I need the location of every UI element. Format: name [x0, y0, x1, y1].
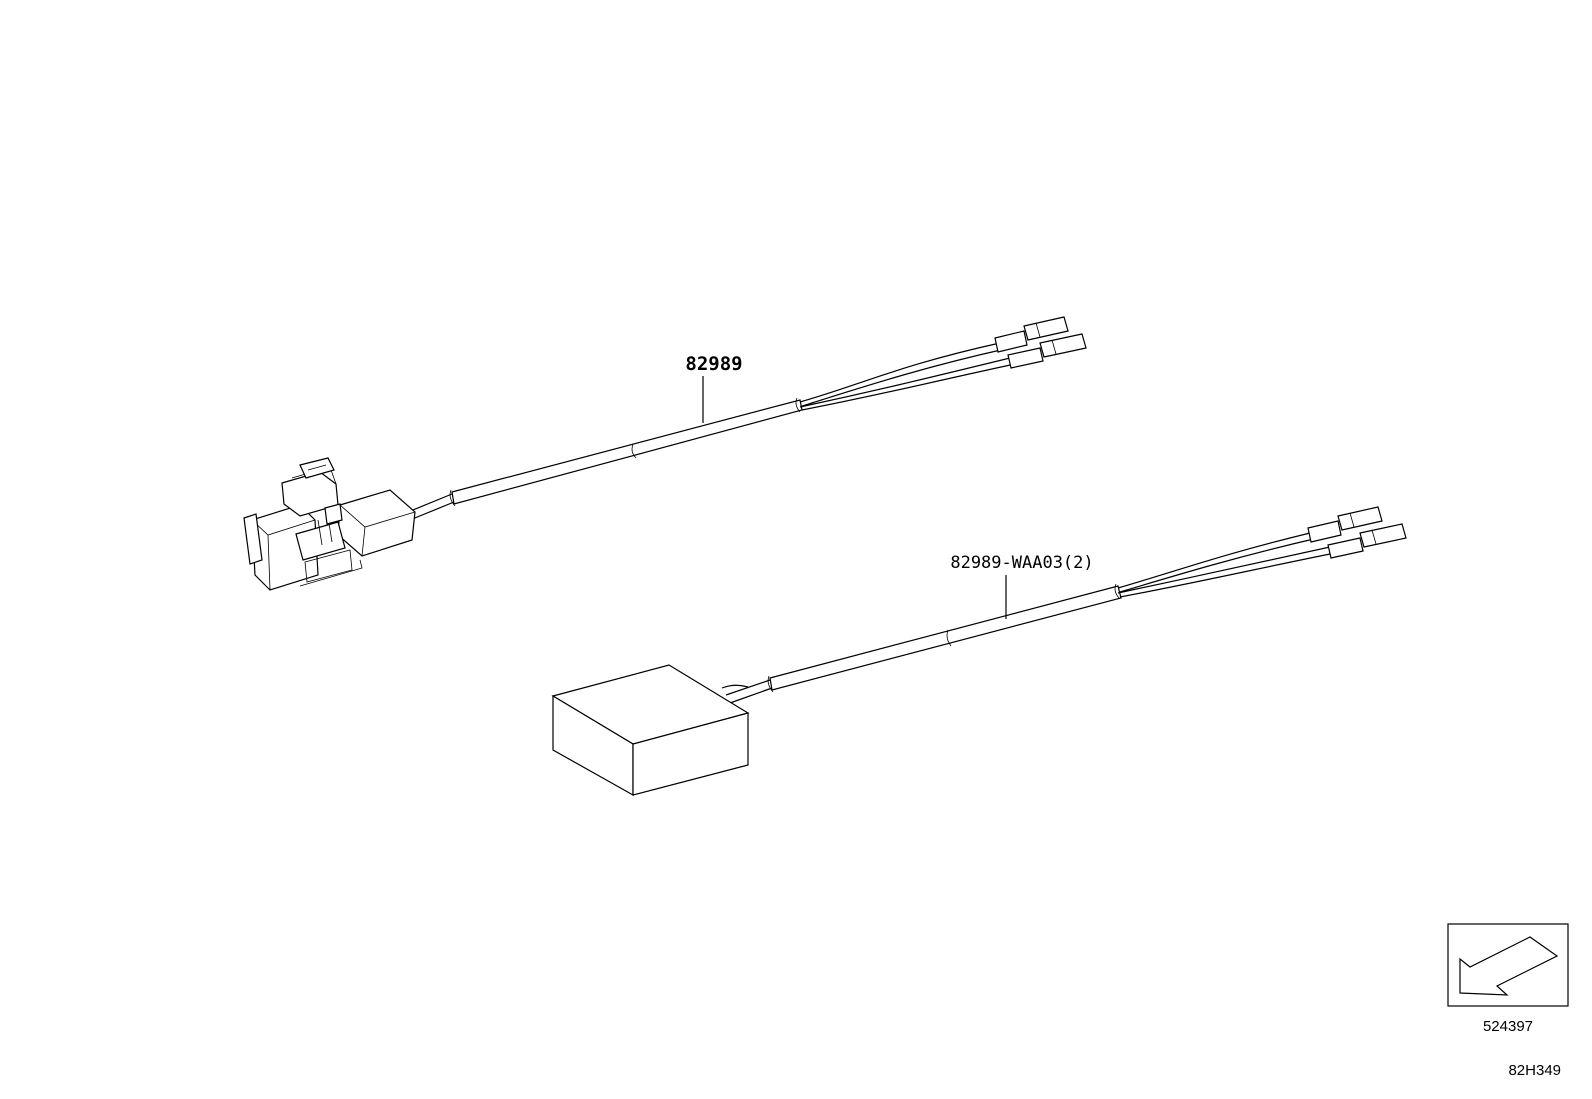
harness-upper-split-wires	[799, 342, 1016, 411]
harness-lower-split-wires	[1117, 532, 1336, 598]
wire-harness-82989-waa03[interactable]: 82989-WAA03(2)	[551, 506, 1407, 797]
harness-lower-box-module	[551, 664, 750, 797]
harness-upper-wire-stub	[407, 493, 455, 521]
arrow-icon	[1459, 936, 1559, 996]
diagram-code: 82H349	[1508, 1062, 1561, 1079]
reference-box-frame	[1447, 923, 1569, 1007]
reference-arrow-box[interactable]: 524397	[1447, 923, 1569, 1035]
part-label-82989-waa03[interactable]: 82989-WAA03(2)	[950, 553, 1093, 573]
harness-lower-sheath	[767, 583, 1122, 693]
harness-upper-terminals	[994, 316, 1087, 369]
wire-harness-82989[interactable]: 82989	[243, 316, 1087, 591]
harness-upper-sheath	[449, 397, 803, 507]
reference-code: 524397	[1483, 1018, 1533, 1035]
harness-upper-connector	[243, 457, 416, 591]
harness-lower-wire-stub	[721, 679, 773, 704]
harness-lower-terminals	[1307, 506, 1407, 559]
part-label-82989[interactable]: 82989	[685, 353, 742, 375]
